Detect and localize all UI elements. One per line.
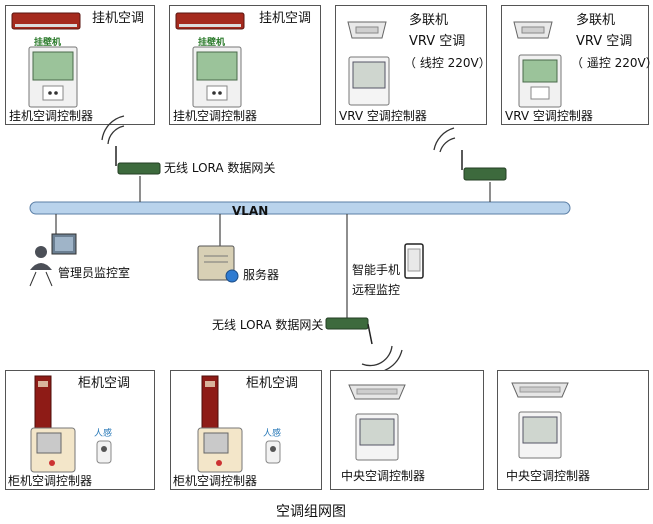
gateway-icon — [101, 115, 161, 175]
unit-vrv-1: 多联机 VRV 空调 （ 线控 220V） VRV 空调控制器 — [335, 5, 491, 125]
vrv-title-line-2: VRV 空调 — [576, 34, 633, 49]
wall-ac-title: 挂机空调 — [259, 11, 312, 26]
controller-box-icon — [30, 427, 76, 473]
smartphone-icon — [404, 243, 424, 279]
ceiling-cassette-icon — [347, 21, 387, 39]
cabinet-ac-title: 柜机空调 — [78, 376, 131, 391]
vrv-title-line-3: （ 线控 220V） — [404, 56, 491, 70]
badge-label: 挂壁机 — [34, 38, 62, 48]
badge-label: 挂壁机 — [198, 38, 226, 48]
unit-vrv-2: 多联机 VRV 空调 （ 遥控 220V） VRV 空调控制器 — [501, 5, 653, 125]
motion-sensor-icon — [265, 440, 281, 464]
controller-label: VRV 空调控制器 — [505, 109, 593, 123]
controller-panel-icon — [348, 56, 390, 106]
wall-ac-icon — [175, 12, 245, 30]
gateway-bottom-label: 无线 LORA 数据网关 — [212, 318, 324, 332]
vrv-title-line-1: 多联机 — [576, 13, 616, 28]
controller-panel-icon — [518, 411, 562, 459]
unit-central-ac-2: 中央空调控制器 — [497, 370, 649, 490]
vlan-label: VLAN — [232, 204, 269, 218]
gateway-icon — [433, 127, 507, 181]
admin-label: 管理员监控室 — [58, 266, 131, 280]
cabinet-ac-icon — [34, 375, 52, 429]
ceiling-unit-icon — [511, 382, 569, 398]
sensor-label: 人感 — [94, 429, 113, 439]
controller-label: 中央空调控制器 — [506, 469, 591, 483]
sensor-label: 人感 — [263, 429, 282, 439]
wall-ac-icon — [11, 12, 81, 30]
unit-cabinet-ac-2: 柜机空调 人感 柜机空调控制器 — [170, 370, 322, 490]
diagram-caption: 空调组网图 — [276, 504, 346, 520]
unit-wall-ac-2: 挂机空调 挂壁机 挂机空调控制器 — [169, 5, 321, 125]
vrv-title-line-3: （ 遥控 220V） — [571, 56, 653, 70]
gateway-icon — [325, 317, 403, 374]
server-label: 服务器 — [243, 268, 280, 282]
phone-label-line-1: 智能手机 — [352, 263, 401, 277]
controller-label: 中央空调控制器 — [341, 469, 426, 483]
controller-panel-icon — [28, 46, 78, 108]
vrv-title-line-2: VRV 空调 — [409, 34, 466, 49]
unit-wall-ac-1: 挂机空调 挂壁机 挂机空调控制器 — [5, 5, 155, 125]
controller-label: 柜机空调控制器 — [173, 474, 258, 488]
controller-panel-icon — [355, 413, 399, 461]
ceiling-cassette-icon — [513, 21, 553, 39]
cabinet-ac-title: 柜机空调 — [246, 376, 299, 391]
wall-ac-title: 挂机空调 — [92, 11, 145, 26]
controller-box-icon — [197, 427, 243, 473]
controller-label: 挂机空调控制器 — [173, 109, 258, 123]
controller-panel-icon — [192, 46, 242, 108]
controller-label: 挂机空调控制器 — [9, 109, 94, 123]
cabinet-ac-icon — [201, 375, 219, 429]
controller-label: VRV 空调控制器 — [339, 109, 427, 123]
vrv-title-line-1: 多联机 — [409, 13, 449, 28]
controller-label: 柜机空调控制器 — [8, 474, 93, 488]
phone-label-line-2: 远程监控 — [352, 283, 401, 297]
unit-central-ac-1: 中央空调控制器 — [330, 370, 484, 490]
motion-sensor-icon — [96, 440, 112, 464]
admin-workstation-icon — [29, 233, 77, 287]
controller-panel-icon — [518, 54, 562, 108]
gateway-top-label: 无线 LORA 数据网关 — [164, 161, 276, 175]
unit-cabinet-ac-1: 柜机空调 人感 柜机空调控制器 — [5, 370, 155, 490]
ceiling-unit-icon — [348, 384, 406, 400]
vlan-bus — [29, 201, 571, 215]
server-icon — [197, 245, 239, 283]
